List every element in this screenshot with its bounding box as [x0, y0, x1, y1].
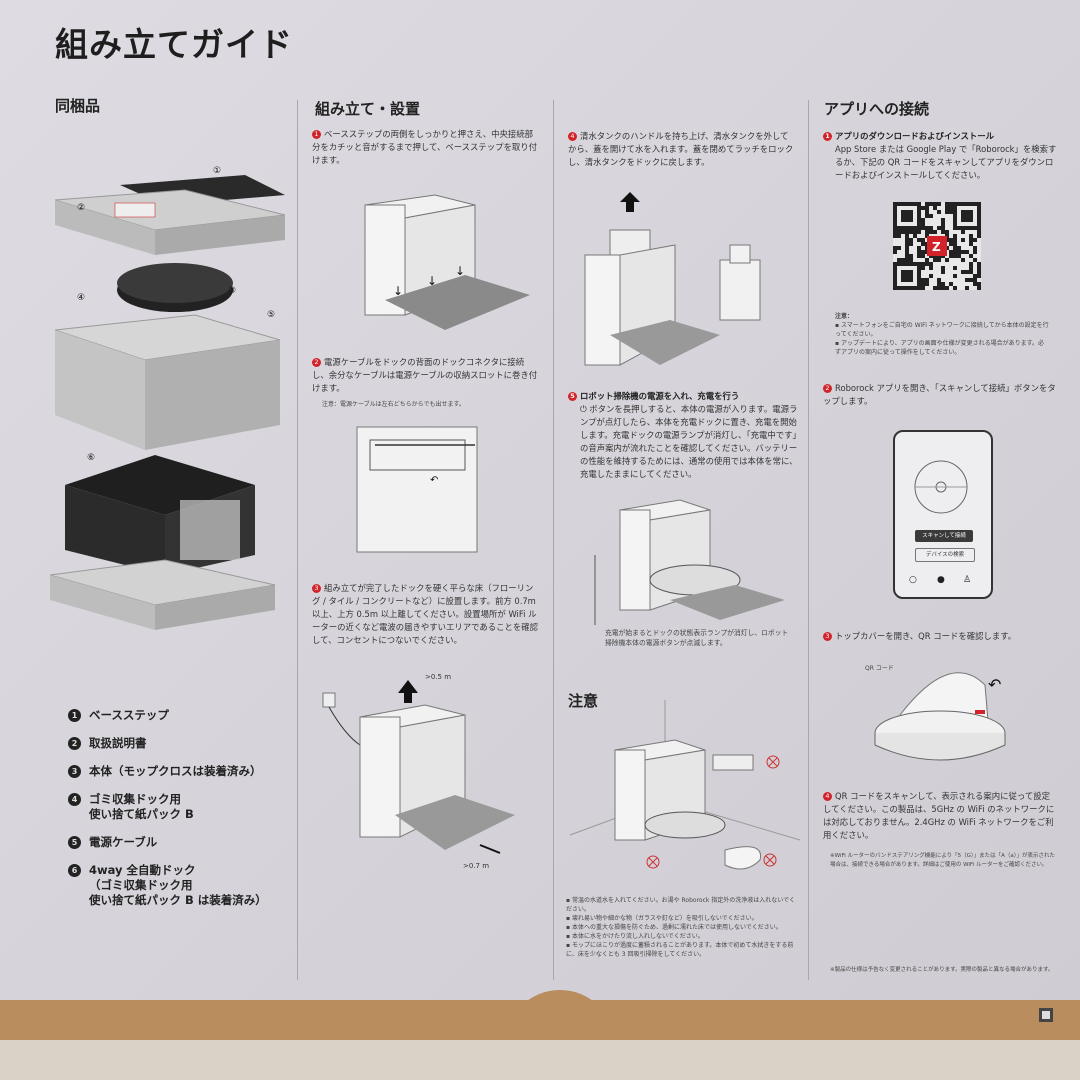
svg-text:⑥: ⑥ [87, 453, 95, 463]
contents-heading: 同梱品 [55, 97, 101, 115]
water-tank-illustration [584, 192, 761, 366]
placement-illustration [322, 680, 515, 854]
column-divider [297, 100, 298, 980]
app-note-title: 注意： [835, 313, 854, 320]
caution-item: ▪ 本体に水をかけたり流し入れしないでください。 [566, 933, 704, 940]
chat-tab-icon[interactable]: ○ [909, 575, 917, 585]
home-tab-icon[interactable]: ● [937, 575, 945, 585]
scan-and-connect-button[interactable]: スキャンして接続 [915, 530, 973, 542]
assembly-heading: 組み立て・設置 [315, 100, 421, 118]
caution-heading: 注意 [568, 692, 599, 710]
svg-text:③: ③ [228, 286, 236, 296]
svg-text:④: ④ [77, 293, 85, 303]
caution-item: ▪ 壊れ易い物や細かな物（ガラスや釘など）を吸引しないでください。 [566, 915, 758, 922]
svg-text:↶: ↶ [988, 675, 1001, 694]
column-divider [808, 100, 809, 980]
profile-tab-icon[interactable]: ♙ [963, 575, 972, 585]
svg-text:②: ② [77, 203, 85, 213]
wifi-footnote: ※WiFi ルーターのバンドステアリング機能により「5（G）」または「A（a）」… [830, 853, 1056, 868]
svg-text:↓: ↓ [393, 284, 403, 298]
svg-text:⑤: ⑤ [267, 310, 275, 320]
app-note-item: ▪ アップデートにより、アプリの画面や仕様が変更される場合があります。必ずアプリ… [835, 340, 1045, 356]
svg-text:↶: ↶ [430, 475, 438, 486]
caution-item: ▪ モップにほこりが過度に蓄積されることがあります。本体で初めて水拭きをする前に… [566, 942, 794, 958]
svg-text:↓: ↓ [427, 274, 437, 288]
floor [0, 1040, 1080, 1080]
caution-item: ▪ 常温の水道水を入れてください。お湯や Roborock 指定外の洗浄液は入れ… [566, 897, 796, 913]
small-qr-code [1039, 1008, 1053, 1022]
caution-illustration [569, 700, 800, 870]
robot-cover-illustration: ↶ [874, 672, 1006, 761]
cable-illustration: ↶ [356, 426, 478, 553]
caution-list: ▪ 常温の水道水を入れてください。お湯や Roborock 指定外の洗浄液は入れ… [566, 896, 798, 959]
svg-text:Z: Z [932, 240, 941, 254]
robot-top-view-icon [914, 460, 968, 514]
search-device-button[interactable]: デバイスの検索 [915, 548, 975, 562]
qr-code: Z [893, 202, 981, 290]
qr-code-label: QR コード [865, 665, 894, 672]
svg-text:①: ① [213, 166, 221, 176]
top-clearance-label: >0.5 m [425, 673, 452, 681]
page-title: 組み立てガイド [55, 25, 293, 64]
column-divider [553, 100, 554, 980]
charging-illustration [594, 499, 785, 625]
app-heading: アプリへの接続 [824, 100, 930, 118]
base-step-illustration: ↓ ↓ ↓ [364, 194, 530, 330]
charging-callout: 充電が始まるとドックの状態表示ランプが消灯し、ロボット掃除機本体の電源ボタンが点… [605, 629, 789, 647]
assembly-step-2-note: 注意：電源ケーブルは左右どちらからでも出せます。 [322, 401, 465, 408]
phone-illustration: スキャンして接続 デバイスの検索 ○ ● ♙ [893, 430, 993, 599]
spec-note: ※製品の仕様は予告なく変更されることがあります。実際の製品と異なる場合があります… [830, 967, 1054, 973]
app-note-item: ▪ スマートフォンをご自宅の WiFi ネットワークに接続してから本体の設定を行… [835, 322, 1049, 338]
caution-item: ▪ 本体への重大な損傷を防ぐため、過剰に濡れた床では使用しないでください。 [566, 924, 782, 931]
front-clearance-label: >0.7 m [463, 862, 490, 870]
contents-illustration: ① ② ③ ⑤ ④ ⑥ [49, 166, 286, 630]
svg-text:↓: ↓ [455, 264, 465, 278]
